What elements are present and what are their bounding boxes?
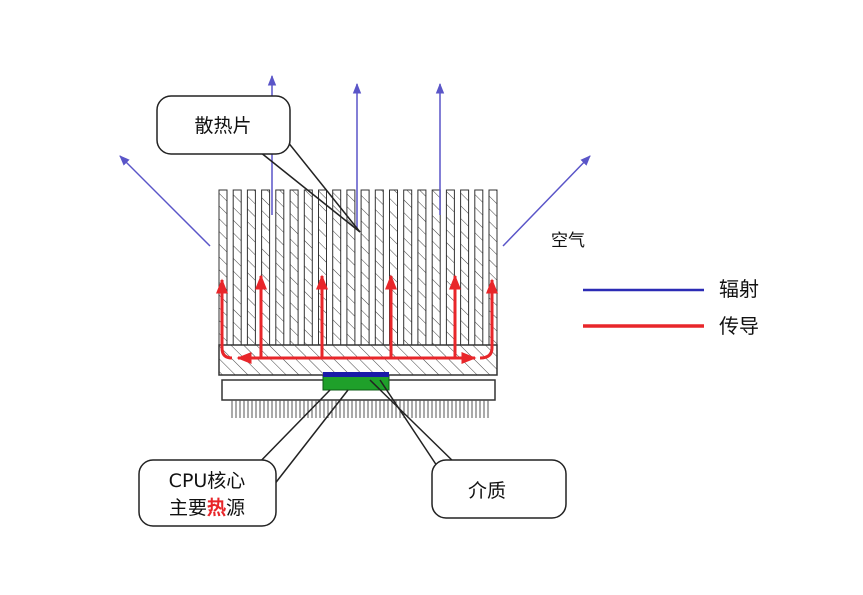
callout-heatsink: 散热片 — [156, 95, 361, 233]
conduction-arrow-right-loop — [479, 278, 498, 360]
callout-medium: 介质 — [369, 379, 567, 519]
thermal-medium-layer — [323, 372, 389, 377]
heatsink-fin — [374, 189, 384, 346]
heatsink-fin — [403, 189, 413, 346]
callout-cpu-heat: 热 — [207, 496, 226, 519]
heatsink-fin — [332, 189, 342, 346]
radiation-arrow-diag-left — [119, 155, 211, 247]
heatsink-fins — [218, 189, 498, 346]
heatsink-fin — [431, 189, 441, 346]
callout-cpu-core: CPU核心 主要热源 — [138, 389, 349, 527]
heatsink-fin — [275, 189, 285, 346]
heatsink-fin — [389, 189, 398, 346]
heatsink-fin — [417, 189, 427, 346]
legend-radiation-label: 辐射 — [719, 277, 759, 301]
callout-cpu-main: 主要 — [169, 497, 207, 519]
air-label: 空气 — [551, 231, 585, 251]
heatsink-fin — [261, 189, 271, 346]
legend-conduction-label: 传导 — [719, 314, 759, 338]
legend: 辐射 传导 — [583, 277, 759, 338]
callout-medium-label: 介质 — [468, 480, 506, 502]
conduction-arrows — [216, 274, 498, 364]
heatsink-fin — [445, 189, 455, 346]
heatsink-fin — [346, 189, 356, 346]
callout-cpu-core-line1: CPU核心 — [169, 470, 246, 492]
cpu-pins — [231, 400, 489, 418]
heatsink-fin — [246, 189, 256, 346]
heatsink-fin — [474, 189, 484, 346]
callout-cpu-core-line2: 主要热源 — [169, 496, 245, 519]
callout-heatsink-label: 散热片 — [194, 115, 251, 137]
conduction-arrow-left-loop — [216, 278, 233, 360]
heatsink — [218, 189, 498, 376]
heatsink-base — [218, 344, 498, 376]
radiation-arrow-diag-right — [502, 155, 591, 247]
heatsink-fin — [303, 189, 313, 346]
heatsink-fin — [289, 189, 299, 346]
callout-cpu-source: 源 — [226, 497, 245, 519]
heatsink-fin — [460, 189, 470, 346]
heatsink-fin — [360, 189, 370, 346]
heatsink-fin — [232, 189, 242, 346]
